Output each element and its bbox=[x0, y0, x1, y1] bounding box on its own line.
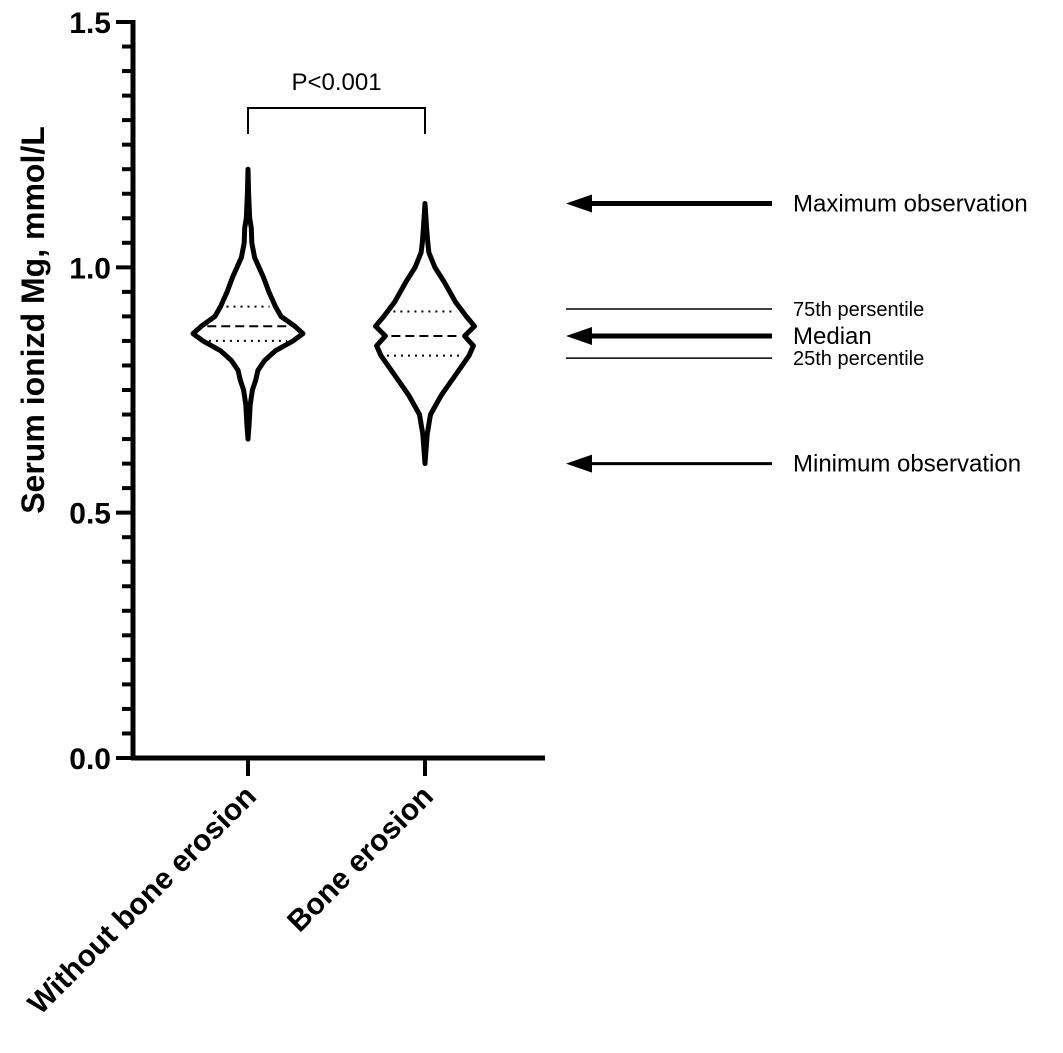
violin-body bbox=[190, 166, 306, 442]
significance-bracket-line bbox=[247, 107, 426, 134]
y-tick-label: 0.5 bbox=[69, 498, 111, 531]
violins bbox=[190, 166, 477, 467]
x-tick-label: Bone erosion bbox=[281, 780, 440, 939]
legend-item: 75th persentile bbox=[566, 299, 924, 321]
significance-bracket: P<0.001 bbox=[247, 69, 426, 134]
legend-label: Maximum observation bbox=[793, 191, 1028, 218]
legend-arrow-head bbox=[566, 194, 592, 213]
legend-label: Median bbox=[793, 323, 872, 350]
legend-item: Maximum observation bbox=[566, 191, 1028, 218]
y-tick-label: 1.5 bbox=[69, 7, 111, 40]
legend-label: 25th percentile bbox=[793, 348, 924, 370]
legend-label: Minimum observation bbox=[793, 451, 1021, 478]
legend-item: Median bbox=[566, 323, 872, 350]
x-tick-label: Without bone erosion bbox=[22, 780, 263, 1021]
significance-label: P<0.001 bbox=[291, 69, 381, 96]
legend-item: Minimum observation bbox=[566, 451, 1021, 478]
legend-arrow-head bbox=[566, 454, 592, 473]
legend-arrow-head bbox=[566, 327, 592, 346]
violin-body bbox=[373, 201, 477, 467]
legend-label: 75th persentile bbox=[793, 299, 924, 321]
legend-item: 25th percentile bbox=[566, 348, 924, 370]
y-tick-label: 1.0 bbox=[69, 252, 111, 285]
y-tick-label: 0.0 bbox=[69, 743, 111, 776]
y-axis-label: Serum ionizd Mg, mmol/L bbox=[15, 126, 51, 514]
legend: Maximum observation 75th persentileMedian… bbox=[566, 191, 1028, 478]
